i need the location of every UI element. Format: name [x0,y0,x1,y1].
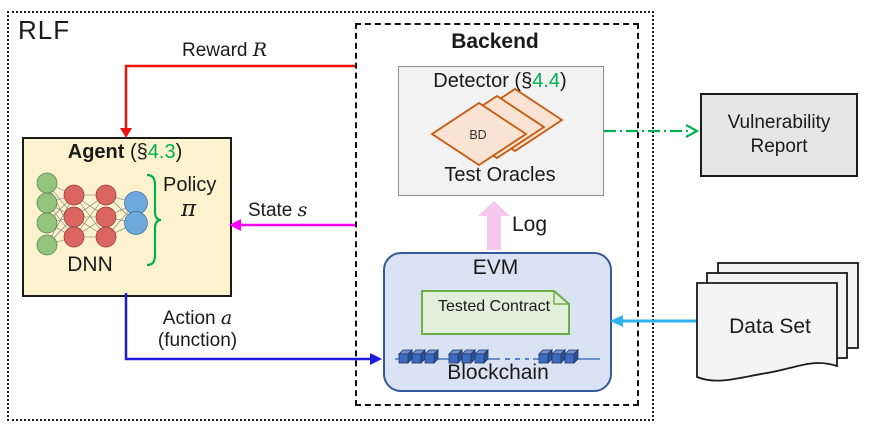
backend-frame [355,23,639,406]
tested-contract-label: Tested Contract [437,298,551,315]
agent-section-number: 4.3 [147,141,176,163]
policy-brace [146,173,162,267]
folded-corner [553,291,569,305]
oracle-diamond-front [430,101,528,167]
detector-section-number: 4.4 [532,70,561,92]
action-label: Action a [162,307,233,329]
report-arrowhead [685,124,700,138]
output-nodes [124,191,148,235]
dnn-label: DNN [67,253,113,276]
detector-title: Detector (§4.4) [433,70,567,92]
policy-label: Policy [163,174,217,196]
dnn-graphic [36,172,148,256]
evm-box [383,252,612,392]
action-sublabel: (function) [157,330,238,351]
agent-title: Agent (§4.3) [67,141,183,163]
backend-title: Backend [451,30,539,53]
oracle-diamonds: BD [430,87,564,167]
state-label: State s [248,199,308,221]
vulnerability-report-line1: Vulnerability [727,112,831,133]
reward-label: Reward R [182,39,268,61]
agent-box [22,137,232,297]
dataset-doc-front [696,282,838,382]
policy-symbol: π [181,196,197,222]
bd-label: BD [469,128,486,142]
vulnerability-report-line2: Report [750,136,808,157]
vulnerability-report-box: Vulnerability Report [700,93,858,177]
detector-box: BD [398,66,604,196]
input-nodes [36,172,58,256]
tested-contract [421,290,570,335]
rlf-label: RLF [18,15,71,45]
blockchain-graphic [395,349,600,364]
blockchain-label: Blockchain [447,361,549,384]
test-oracles-label: Test Oracles [444,164,556,186]
evm-title: EVM [472,256,519,279]
rlf-frame [7,11,654,421]
hidden-nodes [63,184,117,248]
dataset-stack [696,262,859,382]
log-label: Log [512,213,548,236]
dataset-label: Data Set [729,315,811,338]
